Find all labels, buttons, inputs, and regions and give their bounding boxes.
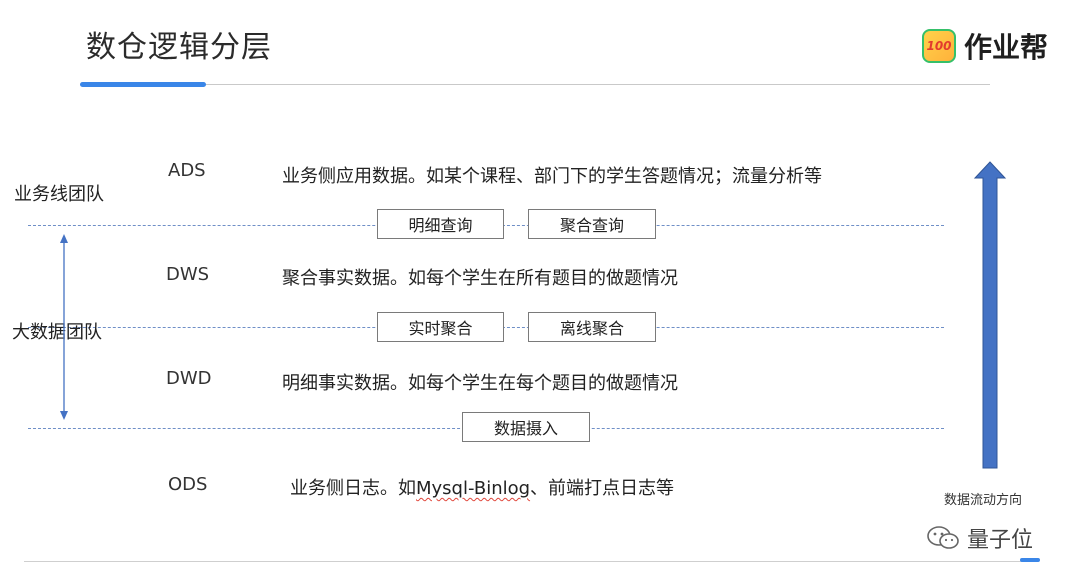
team-bigdata: 大数据团队	[12, 322, 102, 343]
team-business: 业务线团队	[14, 184, 104, 205]
title-divider	[80, 84, 990, 85]
wechat-icon	[927, 526, 959, 549]
page-title: 数仓逻辑分层	[86, 30, 272, 65]
layer-ods: ODS	[168, 474, 208, 495]
title-accent-bar	[80, 82, 206, 87]
double-arrow-icon	[60, 234, 68, 420]
layer-dws: DWS	[166, 264, 210, 285]
layer-dwd: DWD	[166, 368, 212, 389]
bottom-divider	[24, 561, 1024, 562]
layer-ads-desc: 业务侧应用数据。如某个课程、部门下的学生答题情况；流量分析等	[282, 166, 822, 187]
ods-desc-prefix: 业务侧日志。如	[290, 478, 416, 499]
realtime-agg-box: 实时聚合	[377, 312, 504, 342]
offline-agg-box: 离线聚合	[528, 312, 656, 342]
watermark: 量子位	[925, 522, 1033, 554]
layer-dwd-desc: 明细事实数据。如每个学生在每个题目的做题情况	[282, 373, 678, 394]
watermark-text: 量子位	[967, 528, 1034, 553]
ingest-box: 数据摄入	[462, 412, 590, 442]
logo-text: 作业帮	[964, 31, 1049, 64]
ods-desc-suffix: 、前端打点日志等	[530, 478, 675, 499]
agg-query-box: 聚合查询	[528, 209, 656, 239]
ods-desc-highlight: Mysql-Binlog	[416, 478, 531, 499]
bottom-accent-bar	[1020, 558, 1040, 562]
flow-direction-label: 数据流动方向	[944, 493, 1023, 508]
brand-logo: 100 作业帮	[922, 26, 1048, 66]
layer-ods-desc: 业务侧日志。如Mysql-Binlog、前端打点日志等	[290, 474, 674, 500]
logo-badge-icon: 100	[922, 29, 956, 63]
up-arrow-icon	[973, 161, 1007, 469]
detail-query-box: 明细查询	[377, 209, 504, 239]
layer-ads: ADS	[168, 160, 206, 181]
layer-dws-desc: 聚合事实数据。如每个学生在所有题目的做题情况	[282, 268, 678, 289]
